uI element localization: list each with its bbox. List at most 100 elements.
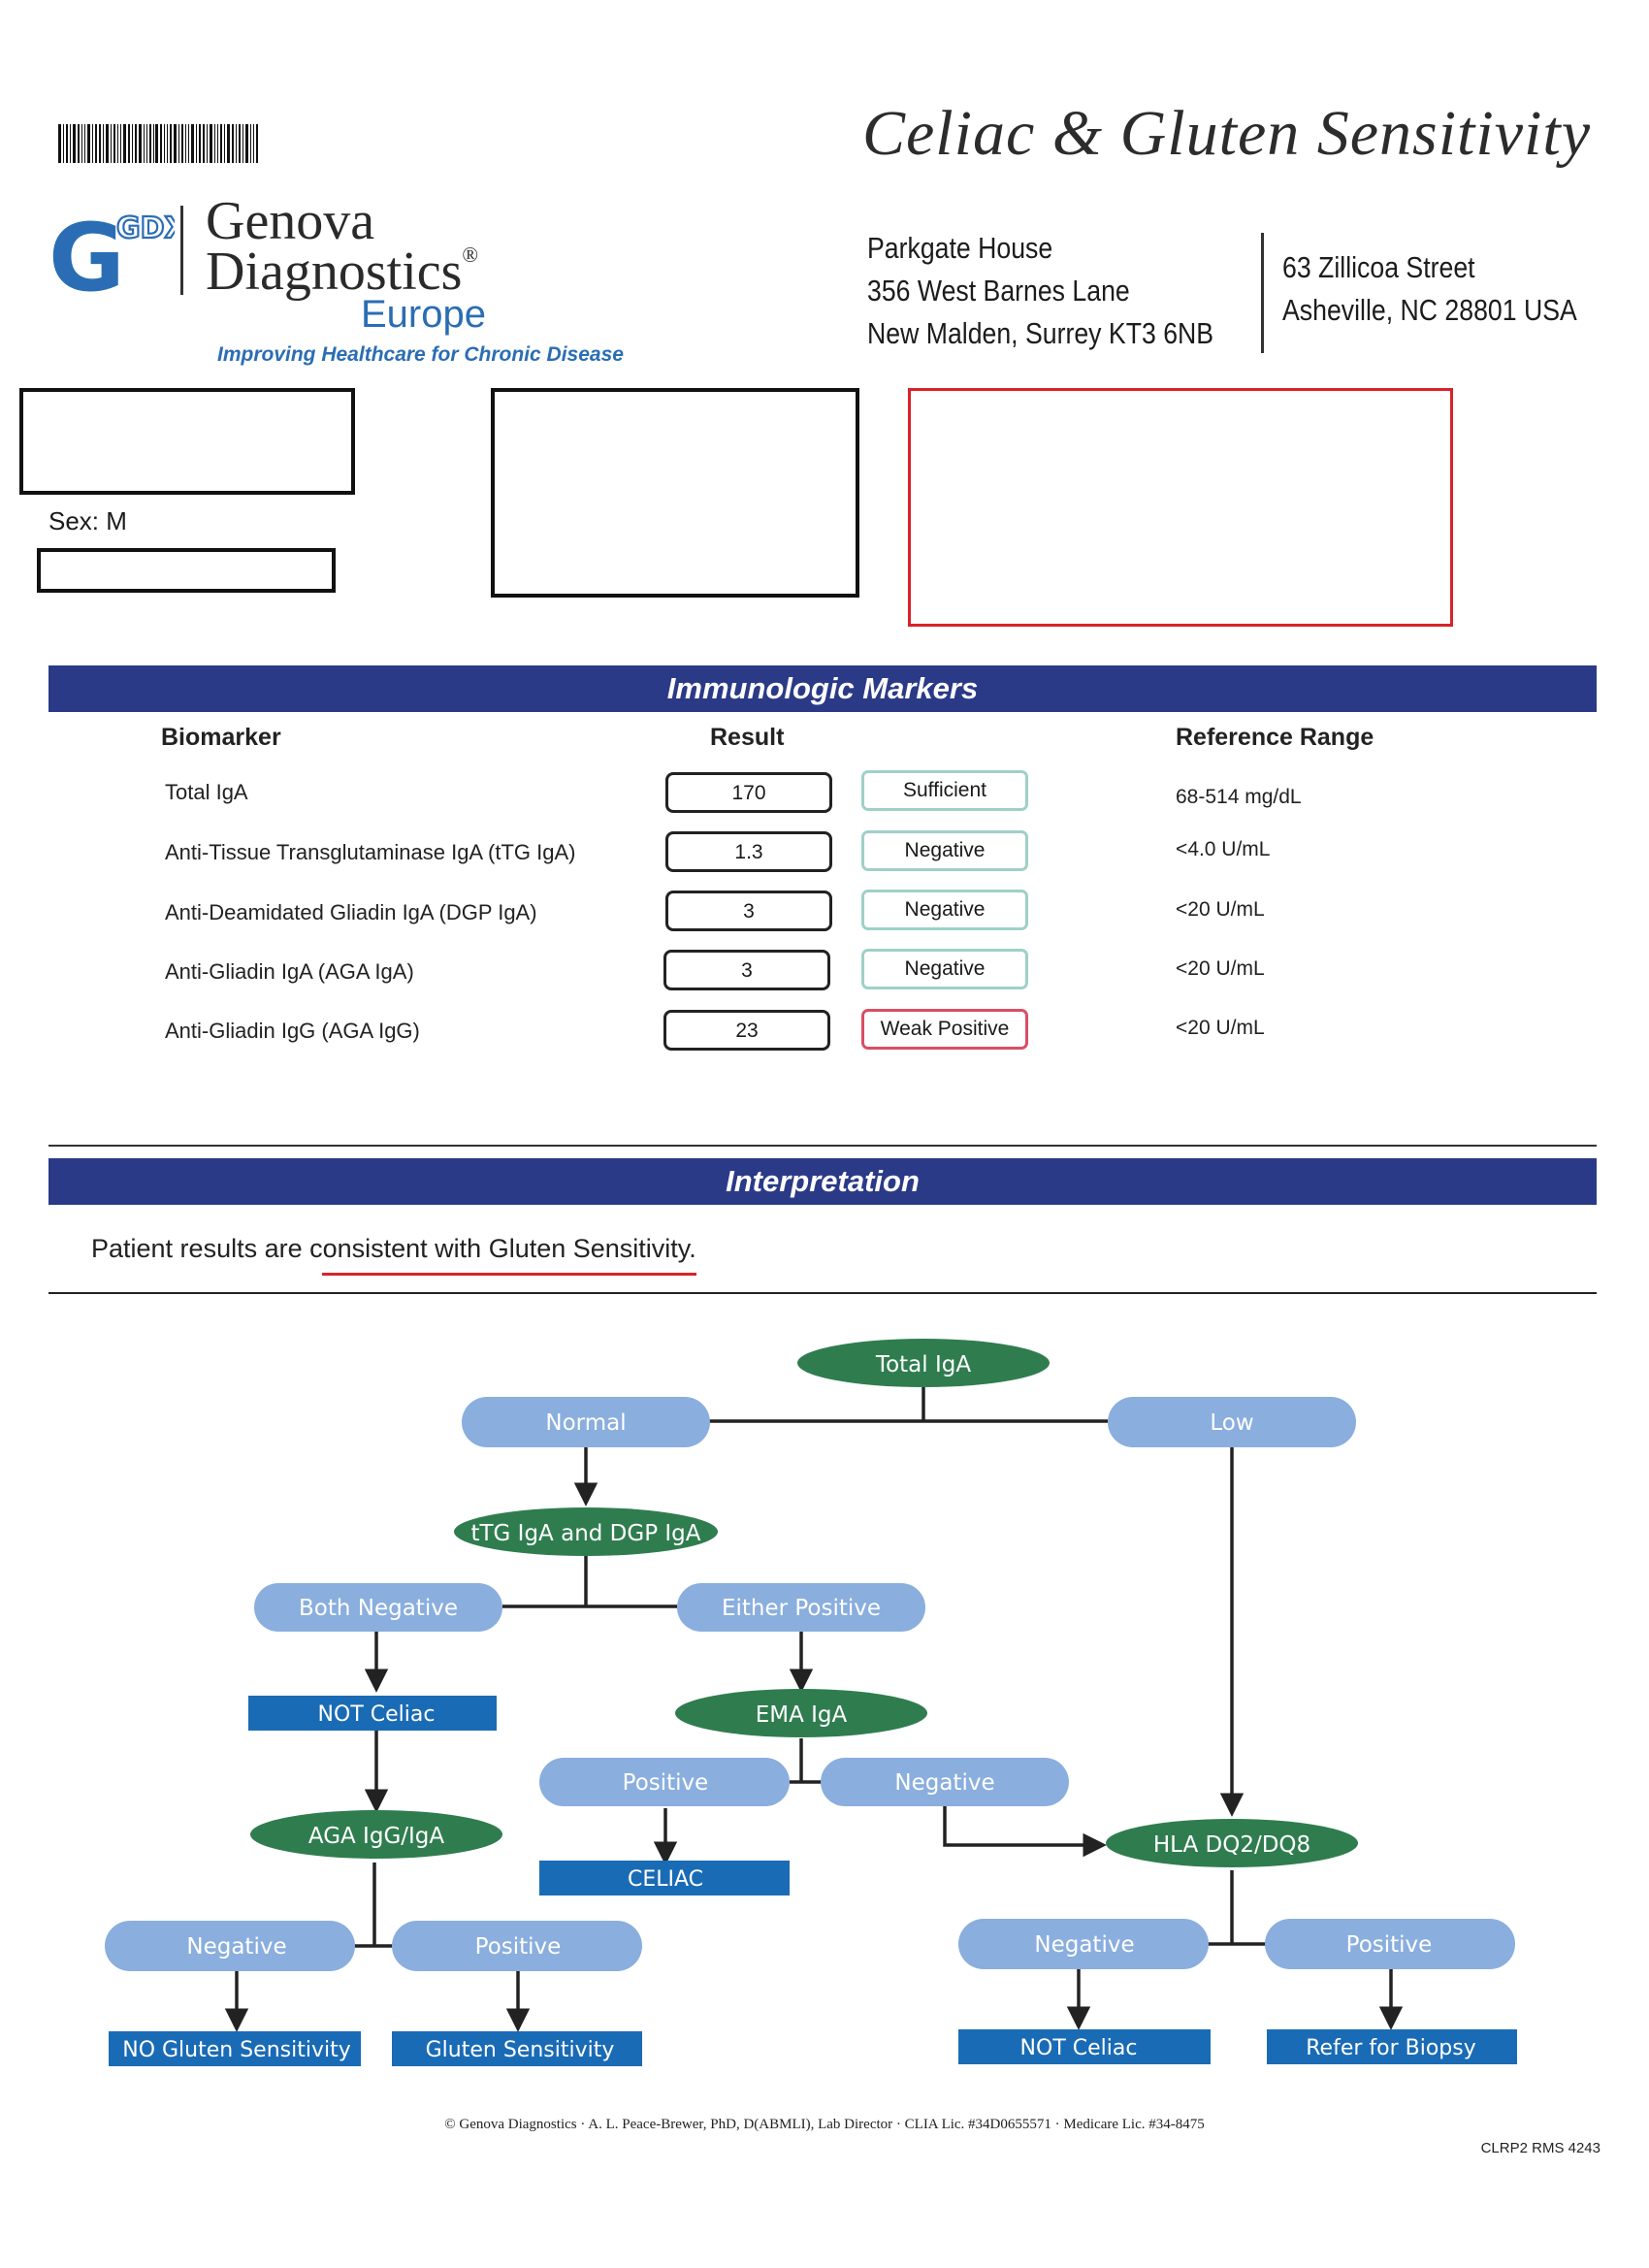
result-value: 3 bbox=[663, 950, 830, 990]
pill-ema-positive: Positive bbox=[539, 1758, 790, 1806]
node-ttg-dgp-label: tTG IgA and DGP IgA bbox=[470, 1521, 700, 1546]
node-ttg-dgp: tTG IgA and DGP IgA bbox=[454, 1507, 718, 1556]
address-uk-line: 356 West Barnes Lane bbox=[867, 274, 1130, 308]
barcode-bar bbox=[134, 124, 137, 163]
barcode-bar bbox=[239, 124, 242, 163]
lab-name-line3: Europe bbox=[361, 293, 486, 336]
pill-either-positive: Either Positive bbox=[677, 1583, 925, 1632]
barcode-bar bbox=[249, 124, 251, 163]
barcode-bar bbox=[227, 124, 231, 163]
node-aga-label: AGA IgG/IgA bbox=[308, 1824, 445, 1849]
pill-aga-negative: Negative bbox=[105, 1921, 355, 1971]
biomarker-name: Anti-Gliadin IgA (AGA IgA) bbox=[165, 959, 414, 984]
redacted-practitioner bbox=[908, 388, 1453, 627]
status-badge: Sufficient bbox=[861, 770, 1028, 811]
barcode-bar bbox=[181, 124, 184, 163]
pill-hla-negative-label: Negative bbox=[1034, 1932, 1134, 1958]
barcode-bar bbox=[170, 124, 173, 163]
barcode-bar bbox=[94, 124, 97, 163]
barcode-bar bbox=[255, 124, 258, 163]
interpretation-heading: Interpretation bbox=[48, 1158, 1597, 1205]
barcode-bar bbox=[65, 124, 68, 163]
genova-logo-icon: G GDX bbox=[48, 209, 175, 296]
pill-ema-negative-label: Negative bbox=[894, 1770, 994, 1796]
barcode-bar bbox=[196, 124, 198, 163]
lab-tagline: Improving Healthcare for Chronic Disease bbox=[217, 343, 624, 366]
lab-name-line2: Diagnostics® bbox=[206, 244, 478, 300]
barcode-bar bbox=[232, 124, 235, 163]
barcode-bar bbox=[164, 124, 166, 163]
barcode-bar bbox=[77, 124, 80, 163]
branch-nodes: Normal Low Both Negative Either Positive… bbox=[105, 1397, 1515, 1971]
col-biomarker: Biomarker bbox=[161, 724, 281, 751]
pill-hla-negative: Negative bbox=[958, 1919, 1209, 1969]
pill-hla-positive: Positive bbox=[1265, 1919, 1515, 1969]
col-result: Result bbox=[710, 724, 785, 751]
barcode bbox=[58, 124, 260, 163]
report-title: Celiac & Gluten Sensitivity bbox=[861, 98, 1591, 169]
reference-range: <20 U/mL bbox=[1176, 1017, 1265, 1039]
address-uk-line: Parkgate House bbox=[867, 231, 1053, 265]
result-value: 23 bbox=[663, 1010, 830, 1051]
barcode-bar bbox=[152, 124, 154, 163]
barcode-bar bbox=[102, 124, 104, 163]
outcome-biopsy-label: Refer for Biopsy bbox=[1306, 2036, 1476, 2060]
logo-divider bbox=[180, 206, 183, 295]
address-uk: Parkgate House 356 West Barnes Lane New … bbox=[867, 227, 1213, 355]
outcome-nodes: NOT Celiac CELIAC NO Gluten Sensitivity … bbox=[109, 1696, 1517, 2066]
address-us-line: 63 Zillicoa Street bbox=[1282, 250, 1475, 284]
barcode-bar bbox=[62, 124, 64, 163]
section-divider bbox=[48, 1145, 1597, 1147]
biomarker-name: Anti-Tissue Transglutaminase IgA (tTG Ig… bbox=[165, 840, 576, 864]
barcode-bar bbox=[199, 124, 202, 163]
barcode-bar bbox=[131, 124, 133, 163]
interpretation-underline bbox=[322, 1273, 696, 1276]
pill-low-label: Low bbox=[1210, 1410, 1253, 1436]
outcome-celiac: CELIAC bbox=[539, 1861, 790, 1895]
barcode-bar bbox=[245, 124, 248, 163]
address-divider bbox=[1261, 233, 1264, 353]
pill-aga-positive: Positive bbox=[392, 1921, 642, 1971]
pill-ema-negative: Negative bbox=[821, 1758, 1069, 1806]
node-aga: AGA IgG/IgA bbox=[250, 1810, 502, 1859]
pill-both-negative-label: Both Negative bbox=[299, 1596, 458, 1621]
outcome-biopsy: Refer for Biopsy bbox=[1267, 2029, 1517, 2064]
barcode-bar bbox=[242, 124, 244, 163]
node-total-iga: Total IgA bbox=[797, 1339, 1050, 1387]
result-value: 1.3 bbox=[665, 831, 832, 872]
pill-normal: Normal bbox=[462, 1397, 710, 1447]
outcome-gluten: Gluten Sensitivity bbox=[392, 2031, 642, 2066]
pill-low: Low bbox=[1108, 1397, 1356, 1447]
barcode-bar bbox=[188, 124, 190, 163]
barcode-bar bbox=[191, 124, 195, 163]
address-uk-line: New Malden, Surrey KT3 6NB bbox=[867, 316, 1214, 350]
interpretation-text: Patient results are consistent with Glut… bbox=[91, 1234, 696, 1263]
node-ema-iga: EMA IgA bbox=[675, 1689, 927, 1737]
barcode-bar bbox=[113, 124, 115, 163]
barcode-bar bbox=[116, 124, 118, 163]
barcode-bar bbox=[105, 124, 109, 163]
reference-range: 68-514 mg/dL bbox=[1176, 786, 1302, 808]
barcode-bar bbox=[236, 124, 238, 163]
barcode-bar bbox=[127, 124, 130, 163]
barcode-bar bbox=[58, 124, 61, 163]
node-hla: HLA DQ2/DQ8 bbox=[1106, 1819, 1358, 1867]
barcode-bar bbox=[203, 124, 206, 163]
barcode-bar bbox=[83, 124, 85, 163]
barcode-bar bbox=[81, 124, 82, 163]
barcode-bar bbox=[224, 124, 226, 163]
outcome-not-celiac-2-label: NOT Celiac bbox=[1020, 2036, 1138, 2060]
pill-ema-positive-label: Positive bbox=[623, 1770, 709, 1796]
pill-either-positive-label: Either Positive bbox=[722, 1596, 881, 1621]
status-badge: Negative bbox=[861, 890, 1028, 930]
reference-range: <20 U/mL bbox=[1176, 957, 1265, 980]
address-us-line: Asheville, NC 28801 USA bbox=[1282, 293, 1577, 327]
svg-text:G: G bbox=[48, 209, 125, 296]
barcode-bar bbox=[86, 124, 90, 163]
lab-name-line1: Genova bbox=[206, 191, 375, 251]
pill-aga-positive-label: Positive bbox=[475, 1934, 562, 1960]
interpretation-divider bbox=[48, 1292, 1597, 1294]
barcode-bar bbox=[214, 124, 216, 163]
barcode-bar bbox=[167, 124, 169, 163]
reference-range: <4.0 U/mL bbox=[1176, 838, 1271, 860]
